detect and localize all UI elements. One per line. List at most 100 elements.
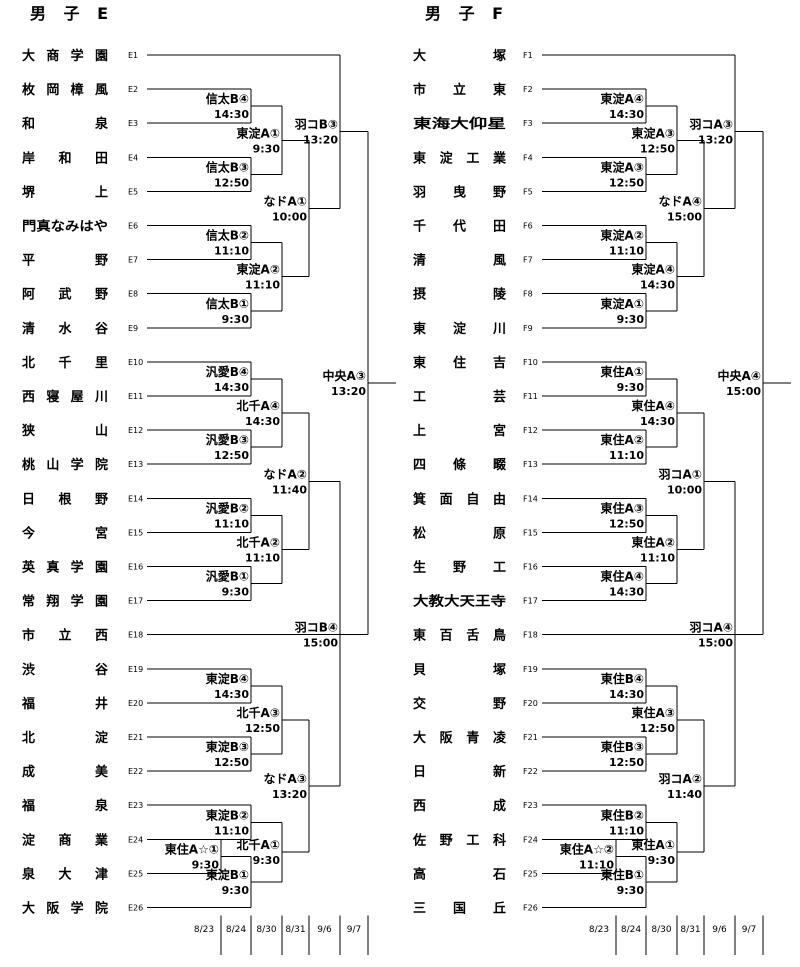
match-time: 14:30 [245, 415, 280, 428]
match-venue: 東住B④ [601, 671, 644, 686]
team-code: E6 [128, 222, 138, 231]
team-code: F6 [523, 222, 533, 231]
round-date: 8/24 [226, 925, 246, 935]
section-title: 男 子 F [425, 4, 509, 23]
team-code: E12 [128, 426, 143, 435]
match-venue: なドA① [264, 194, 307, 208]
team-code: E18 [128, 631, 143, 640]
team-name: 清風 [413, 253, 573, 269]
team-name: 市立東 [413, 82, 533, 98]
match-time: 15:00 [698, 637, 733, 650]
match-venue: 北千A② [237, 534, 280, 549]
match-time: 11:10 [214, 517, 249, 530]
match-venue: 東住A② [601, 432, 644, 447]
team-code: F21 [523, 733, 538, 742]
team-name: 桃山学院 [22, 457, 119, 473]
team-name: 工芸 [413, 389, 573, 405]
match-venue: 羽コA③ [690, 118, 733, 132]
section-title: 男 子 E [30, 4, 114, 23]
team-code: F2 [523, 85, 533, 94]
team-code: F18 [523, 631, 538, 640]
match-time: 14:30 [640, 415, 675, 428]
round-date: 8/31 [680, 925, 700, 935]
match-venue: 東淀A④ [601, 91, 644, 106]
match-time: 10:00 [272, 210, 307, 223]
match-venue: 東淀A② [237, 262, 280, 277]
team-code: F26 [523, 904, 538, 913]
match-time: 11:10 [609, 245, 644, 258]
team-code: E10 [128, 358, 143, 367]
team-code: F19 [523, 665, 538, 674]
team-name: 高石 [413, 866, 573, 882]
team-code: E22 [128, 767, 143, 776]
match-time: 11:10 [214, 824, 249, 837]
match-venue: 羽コA② [659, 772, 702, 786]
match-venue: 東淀A③ [601, 159, 644, 174]
match-time: 9:30 [222, 586, 250, 599]
match-venue: 東住B③ [601, 739, 644, 754]
match-time: 14:30 [214, 108, 249, 121]
team-name: 四條畷 [413, 457, 533, 473]
match-venue: 信太B③ [206, 159, 249, 174]
match-time: 9:30 [222, 313, 250, 326]
team-code: F14 [523, 494, 538, 503]
team-code: F8 [523, 290, 533, 299]
round-date: 8/30 [256, 925, 276, 935]
team-code: F24 [523, 835, 538, 844]
match-time: 9:30 [617, 313, 645, 326]
match-time: 14:30 [214, 688, 249, 701]
team-code: F3 [523, 119, 533, 128]
team-code: E2 [128, 85, 138, 94]
team-code: E24 [128, 835, 143, 844]
match-venue: 東淀B④ [206, 671, 249, 686]
team-code: F1 [523, 51, 533, 60]
match-time: 14:30 [214, 381, 249, 394]
round-date: 9/7 [742, 925, 756, 935]
match-venue: 東住B② [601, 807, 644, 822]
team-code: F23 [523, 801, 538, 810]
team-name: 枚岡樟風 [22, 82, 119, 98]
team-name: 佐野工科 [412, 832, 520, 848]
match-time: 13:20 [272, 788, 307, 801]
match-time: 12:50 [640, 722, 675, 735]
team-code: E21 [128, 733, 143, 742]
team-code: F12 [523, 426, 538, 435]
team-name: 貝塚 [413, 663, 573, 678]
match-venue: 東淀A① [237, 125, 280, 140]
match-venue: なドA④ [659, 194, 702, 208]
match-venue: なドA③ [264, 772, 307, 786]
round-date: 8/30 [651, 925, 671, 935]
match-venue: 東住A② [632, 534, 675, 549]
match-time: 11:40 [272, 483, 307, 496]
match-time: 11:40 [667, 788, 702, 801]
match-time: 9:30 [192, 858, 220, 871]
team-code: E1 [128, 51, 138, 60]
match-venue: 汎愛B② [206, 500, 249, 515]
round-date: 9/6 [712, 925, 727, 935]
team-code: F13 [523, 460, 538, 469]
match-venue: 羽コA① [659, 467, 702, 481]
match-time: 11:10 [640, 551, 675, 564]
team-name: 福井 [21, 696, 168, 712]
match-venue: 東淀B③ [206, 739, 249, 754]
team-name: 今宮 [21, 525, 168, 541]
team-name: 日新 [413, 764, 573, 780]
match-venue: 東淀A① [601, 296, 644, 311]
match-time: 12:50 [245, 722, 280, 735]
team-code: F4 [523, 153, 533, 162]
match-time: 9:30 [617, 884, 645, 897]
team-name: 狭山 [21, 423, 168, 439]
match-time: 12:50 [640, 142, 675, 155]
match-venue: 北千A① [237, 837, 280, 852]
match-venue: 信太B② [206, 228, 249, 243]
team-name: 東百舌鳥 [413, 628, 520, 644]
team-name: 北淀 [22, 730, 168, 746]
team-name: 淀商業 [22, 832, 132, 848]
match-time: 14:30 [640, 279, 675, 292]
team-name: 三国丘 [413, 902, 533, 917]
match-venue: 羽コB④ [295, 621, 338, 635]
match-time: 12:50 [214, 176, 249, 189]
team-code: E11 [128, 392, 143, 401]
team-code: E9 [128, 324, 138, 333]
